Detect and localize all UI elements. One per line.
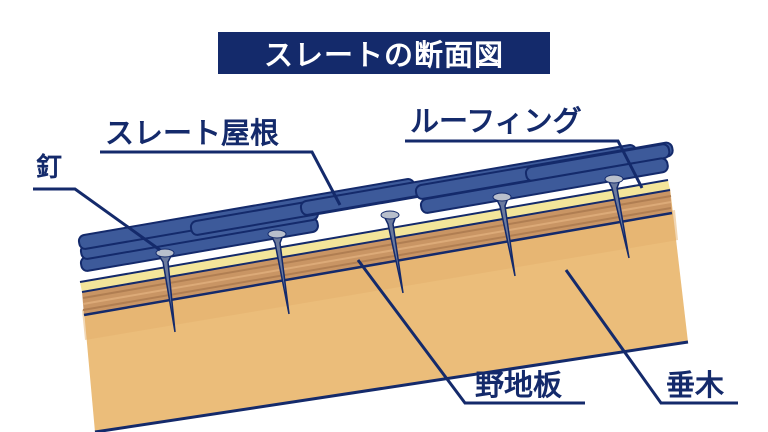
rafter xyxy=(82,188,689,432)
page-title: スレートの断面図 xyxy=(263,38,504,72)
leader-slate xyxy=(100,150,342,206)
leader-lines xyxy=(33,139,738,405)
sheathing-board xyxy=(82,190,673,317)
leader-nail xyxy=(33,187,161,252)
label-nail: 釘 xyxy=(36,153,63,183)
nail-5 xyxy=(604,174,630,259)
label-roofing: ルーフィング xyxy=(410,104,582,138)
nails xyxy=(155,174,630,333)
label-rafter: 垂木 xyxy=(666,368,725,402)
nail-2 xyxy=(267,229,290,315)
label-sheathing-board: 野地板 xyxy=(475,368,563,402)
nail-3 xyxy=(380,210,404,294)
leader-taruki xyxy=(564,269,738,405)
leader-roofing xyxy=(405,139,644,189)
label-slate-roof: スレート屋根 xyxy=(105,116,280,150)
roofing-layer xyxy=(79,179,671,293)
slate-shingles xyxy=(77,141,674,272)
nail-1 xyxy=(155,248,176,333)
leader-nojiita xyxy=(356,259,585,405)
title-banner: スレートの断面図 xyxy=(218,32,550,74)
nail-4 xyxy=(492,192,516,277)
